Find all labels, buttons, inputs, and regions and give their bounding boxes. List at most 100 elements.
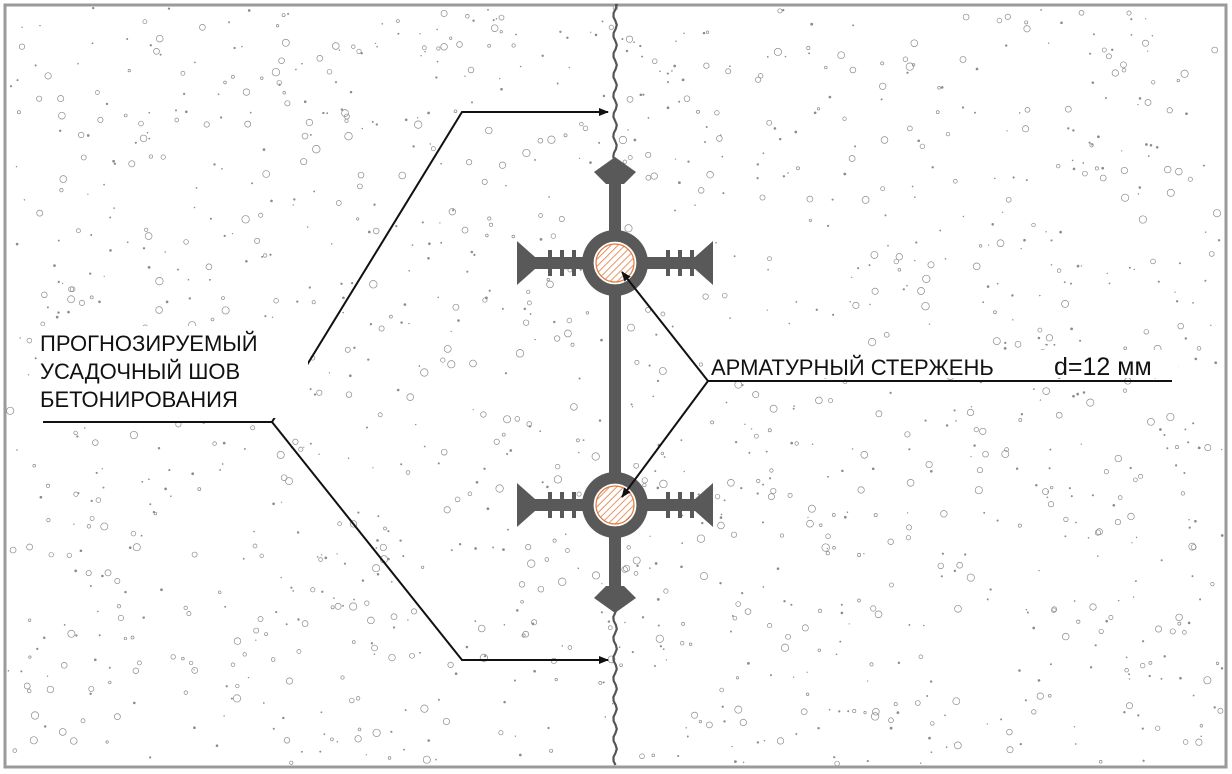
aggregate-speck (105, 740, 109, 744)
aggregate-speck (654, 665, 656, 667)
aggregate-speck (895, 253, 903, 261)
aggregate-speck (262, 148, 266, 151)
aggregate-speck (908, 623, 911, 626)
aggregate-speck (402, 555, 405, 558)
aggregate-speck (988, 244, 990, 246)
aggregate-speck (918, 654, 924, 660)
aggregate-speck (470, 101, 474, 104)
aggregate-speck (623, 564, 631, 572)
aggregate-speck (835, 653, 838, 656)
aggregate-speck (970, 406, 973, 408)
aggregate-speck (316, 389, 323, 396)
aggregate-speck (634, 359, 640, 365)
aggregate-speck (827, 398, 834, 404)
aggregate-speck (57, 239, 60, 242)
aggregate-speck (67, 310, 70, 314)
aggregate-speck (1194, 357, 1198, 361)
aggregate-speck (355, 696, 361, 701)
aggregate-speck (500, 87, 503, 91)
aggregate-speck (842, 116, 847, 121)
aggregate-speck (480, 411, 487, 418)
aggregate-speck (526, 289, 531, 294)
aggregate-speck (1049, 663, 1052, 666)
joint-label-line-2: УСАДОЧНЫЙ ШОВ (40, 359, 240, 384)
aggregate-speck (1068, 487, 1071, 490)
aggregate-speck (330, 737, 334, 742)
aggregate-speck (979, 427, 987, 435)
aggregate-speck (1020, 248, 1022, 250)
aggregate-speck (793, 405, 795, 407)
aggregate-speck (300, 750, 303, 753)
aggregate-speck (470, 250, 474, 254)
aggregate-speck (1106, 272, 1108, 275)
aggregate-speck (148, 137, 151, 140)
aggregate-speck (1121, 150, 1123, 152)
aggregate-speck (1147, 417, 1155, 426)
aggregate-speck (1001, 211, 1004, 214)
aggregate-speck (576, 491, 582, 497)
aggregate-speck (338, 49, 341, 51)
aggregate-speck (906, 284, 908, 287)
aggregate-speck (1076, 264, 1080, 268)
aggregate-speck (46, 675, 49, 677)
aggregate-speck (221, 463, 224, 465)
aggregate-speck (40, 321, 46, 327)
aggregate-speck (26, 337, 33, 344)
aggregate-speck (208, 278, 211, 281)
aggregate-speck (303, 446, 305, 448)
aggregate-speck (553, 335, 561, 342)
aggregate-speck (857, 267, 860, 270)
aggregate-speck (914, 700, 921, 706)
aggregate-speck (1045, 343, 1047, 346)
aggregate-speck (994, 177, 996, 180)
aggregate-speck (930, 751, 933, 754)
aggregate-speck (917, 139, 921, 143)
aggregate-speck (1215, 661, 1220, 665)
aggregate-speck (372, 728, 381, 737)
aggregate-speck (563, 133, 568, 138)
aggregate-speck (1082, 170, 1088, 177)
aggregate-speck (698, 719, 703, 724)
aggregate-speck (1098, 628, 1104, 634)
aggregate-speck (228, 21, 230, 23)
aggregate-speck (89, 692, 92, 696)
aggregate-speck (719, 687, 724, 693)
aggregate-speck (1166, 412, 1175, 422)
aggregate-speck (1128, 266, 1131, 269)
aggregate-speck (1188, 518, 1190, 521)
aggregate-speck (1211, 46, 1218, 54)
rebar-label-text: АРМАТУРНЫЙ СТЕРЖЕНЬ (711, 355, 994, 380)
aggregate-speck (1108, 615, 1114, 620)
aggregate-speck (704, 141, 706, 143)
aggregate-speck (553, 475, 562, 484)
aggregate-speck (114, 713, 121, 720)
aggregate-speck (414, 120, 423, 129)
aggregate-speck (221, 306, 230, 315)
aggregate-speck (701, 521, 704, 525)
aggregate-speck (437, 698, 440, 701)
aggregate-speck (992, 337, 1001, 345)
aggregate-speck (566, 317, 573, 324)
aggregate-speck (95, 497, 102, 503)
aggregate-speck (843, 515, 847, 519)
aggregate-speck (1208, 251, 1215, 257)
aggregate-speck (217, 93, 220, 96)
aggregate-speck (69, 286, 76, 292)
aggregate-speck (58, 111, 66, 120)
aggregate-speck (631, 406, 634, 408)
aggregate-speck (627, 323, 635, 332)
aggregate-speck (232, 694, 242, 703)
aggregate-speck (16, 79, 19, 82)
aggregate-speck (219, 469, 222, 471)
aggregate-speck (1073, 600, 1076, 602)
aggregate-speck (940, 86, 944, 89)
aggregate-speck (102, 486, 105, 489)
aggregate-speck (955, 420, 957, 422)
aggregate-speck (242, 652, 247, 657)
aggregate-speck (905, 62, 914, 71)
aggregate-speck (1128, 678, 1131, 680)
aggregate-speck (741, 591, 744, 595)
aggregate-speck (285, 477, 293, 486)
aggregate-speck (531, 619, 538, 626)
aggregate-speck (649, 535, 651, 537)
